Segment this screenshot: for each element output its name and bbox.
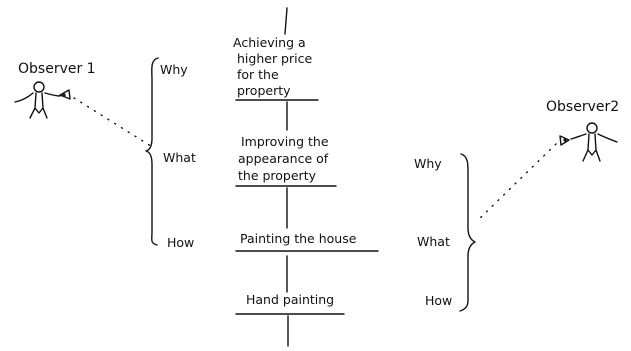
eye-icon <box>559 135 570 146</box>
node-text-line: Achieving a <box>233 35 306 50</box>
right-label-how: How <box>425 293 452 308</box>
node-text-line: the property <box>238 168 317 183</box>
node-painting-the-house: Painting the house <box>235 231 379 252</box>
left-label-how: How <box>167 235 194 250</box>
left-label-why: Why <box>160 62 188 77</box>
left-brace: Why What How <box>145 57 196 250</box>
node-text-line: Hand painting <box>246 292 334 307</box>
node-improving-appearance: Improving the appearance of the property <box>235 134 337 187</box>
observer-2-label: Observer2 <box>546 99 619 115</box>
stick-figure-icon <box>14 81 61 119</box>
node-hand-painting: Hand painting <box>235 292 345 315</box>
eye-icon <box>59 89 71 100</box>
left-label-what: What <box>163 150 196 165</box>
observer-2: Observer2 <box>477 99 619 221</box>
node-text-line: Painting the house <box>240 231 357 246</box>
stick-figure-icon <box>570 122 618 162</box>
right-label-what: What <box>417 234 450 249</box>
node-text-line: higher price <box>237 51 312 66</box>
observer-1-label: Observer 1 <box>18 61 96 77</box>
node-text-line: Improving the <box>241 134 329 149</box>
right-brace: Why What How <box>414 153 476 312</box>
node-text-line: appearance of <box>238 151 329 166</box>
sightline-2 <box>477 143 557 221</box>
observer-1: Observer 1 <box>14 61 155 149</box>
hierarchy-spine <box>284 7 289 347</box>
node-text-line: for the <box>237 67 279 82</box>
node-achieving-higher-price: Achieving a higher price for the propert… <box>233 35 319 101</box>
sightline-1 <box>73 97 155 149</box>
right-label-why: Why <box>414 156 442 171</box>
node-text-line: property <box>237 83 291 98</box>
